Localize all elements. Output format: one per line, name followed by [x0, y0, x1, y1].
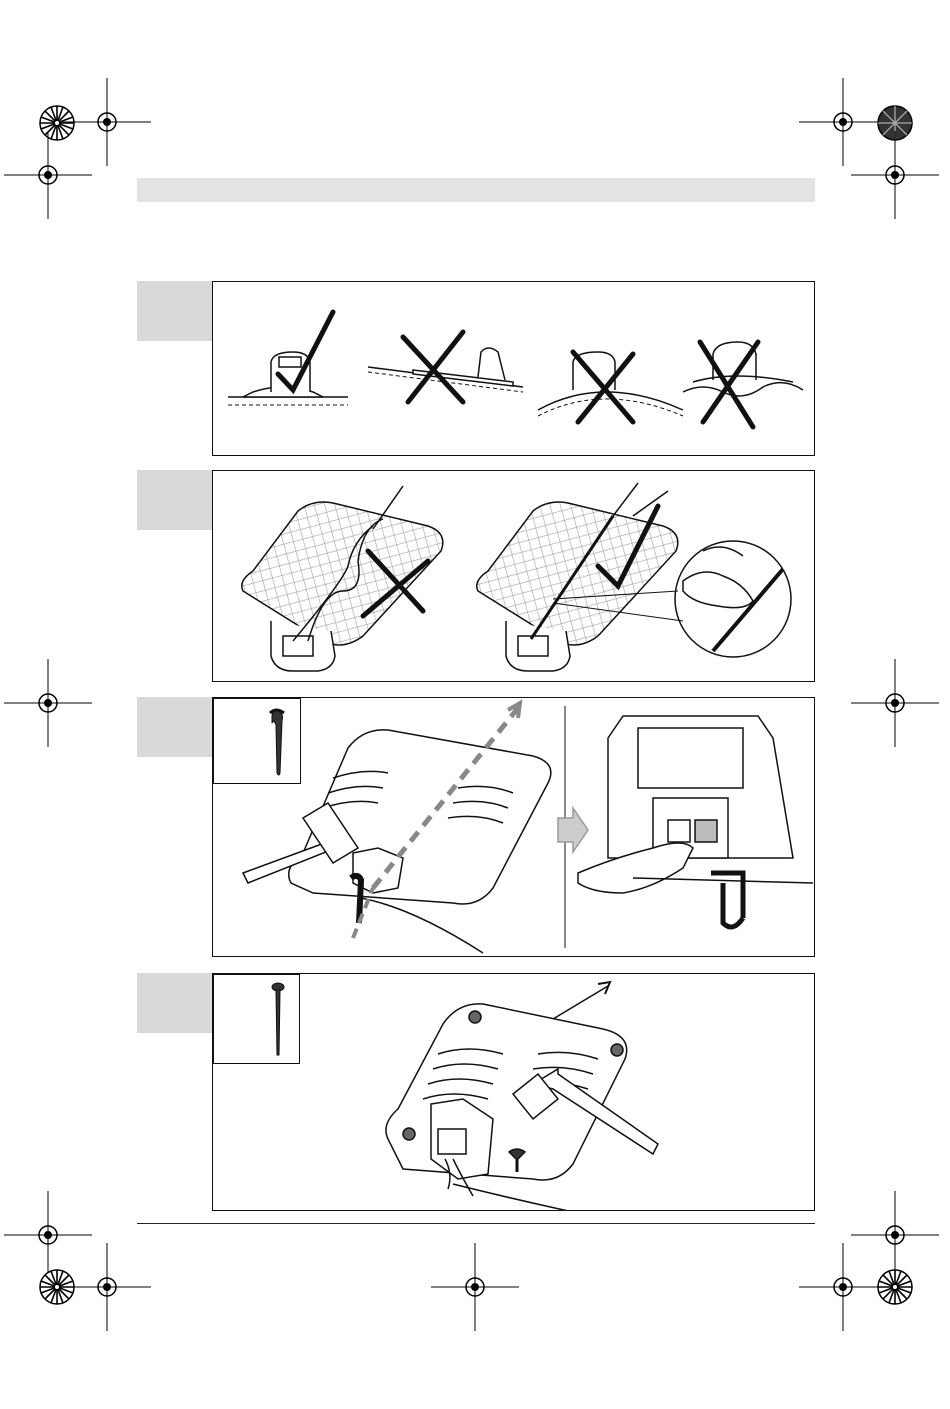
step-3-tab [137, 697, 212, 757]
wire-peg-connector-illustration [213, 698, 815, 957]
wire-routing-illustration [213, 471, 815, 682]
docking-placement-illustration [213, 282, 815, 456]
screw-peg-mallet-illustration [213, 974, 815, 1211]
step-3-panel [212, 697, 815, 957]
step-4-panel [212, 973, 815, 1211]
step-2-tab [137, 470, 212, 530]
step-1-panel [212, 281, 815, 456]
step-2-panel [212, 470, 815, 682]
header-bar [137, 178, 815, 202]
cross-icon [403, 332, 463, 402]
footer-rule [137, 1223, 815, 1224]
step-1-tab [137, 281, 212, 341]
step-4-tab [137, 973, 212, 1033]
